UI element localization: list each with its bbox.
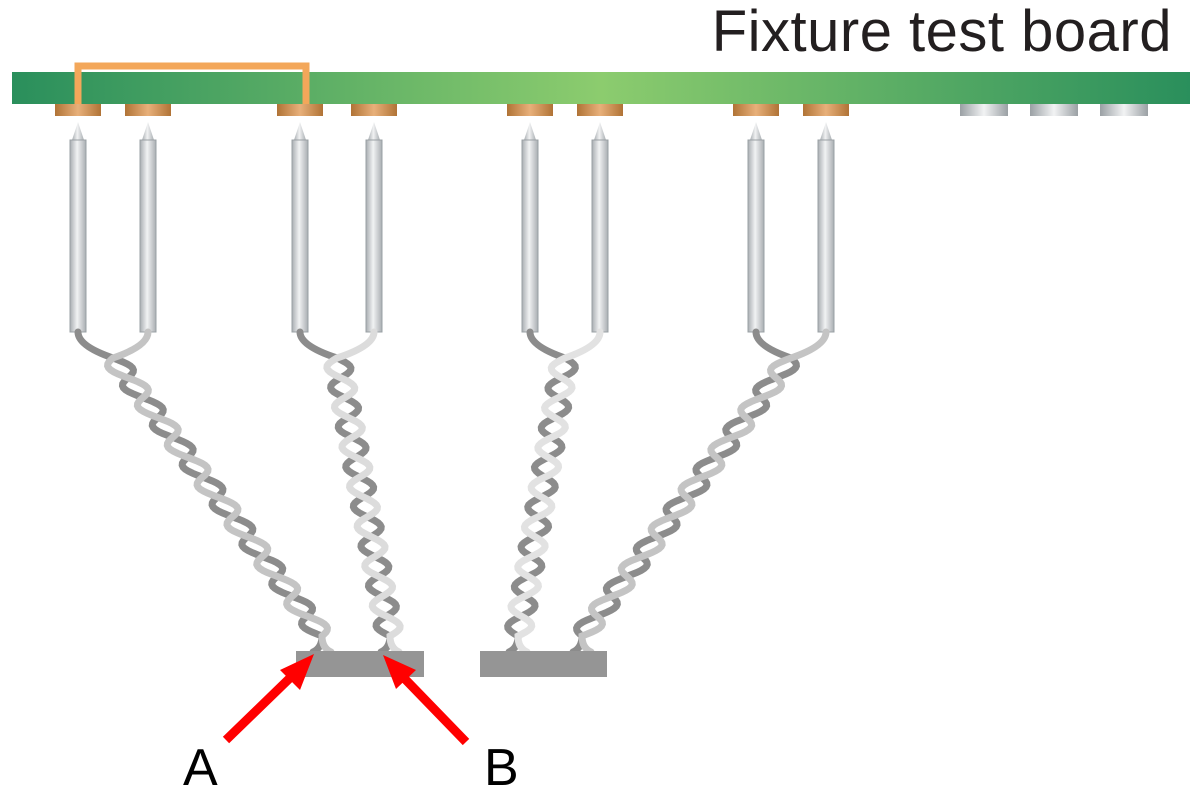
unused-pad: [1100, 104, 1148, 116]
twisted-pair: [296, 328, 404, 656]
probe-pin: [69, 122, 87, 333]
probe-pin: [365, 122, 383, 333]
twisted-pair: [569, 328, 830, 656]
copper-pad: [803, 104, 849, 116]
copper-pad: [733, 104, 779, 116]
test-probes: [69, 122, 835, 333]
copper-pad: [125, 104, 171, 116]
probe-pin: [817, 122, 835, 333]
callout-label-b: B: [484, 739, 519, 797]
probe-pin: [139, 122, 157, 333]
callout-label-a: A: [183, 739, 218, 797]
copper-pad: [351, 104, 397, 116]
probe-pin: [521, 122, 539, 333]
copper-pad: [55, 104, 101, 116]
board-pads: [55, 104, 1148, 116]
twisted-pair: [504, 328, 604, 656]
test-board: [12, 72, 1190, 104]
copper-pad: [277, 104, 323, 116]
probe-pin: [291, 122, 309, 333]
unused-pad: [1030, 104, 1078, 116]
twisted-wires: [74, 328, 830, 656]
probe-pin: [747, 122, 765, 333]
diagram-title: Fixture test board: [711, 0, 1172, 64]
twisted-pair: [74, 328, 335, 656]
probe-pin: [591, 122, 609, 333]
copper-pad: [577, 104, 623, 116]
arrow-b-icon: [383, 655, 470, 746]
arrow-a-icon: [222, 654, 314, 744]
target-pad-right: [480, 651, 607, 677]
unused-pad: [960, 104, 1008, 116]
jumper-wire: [74, 62, 310, 105]
copper-pad: [507, 104, 553, 116]
